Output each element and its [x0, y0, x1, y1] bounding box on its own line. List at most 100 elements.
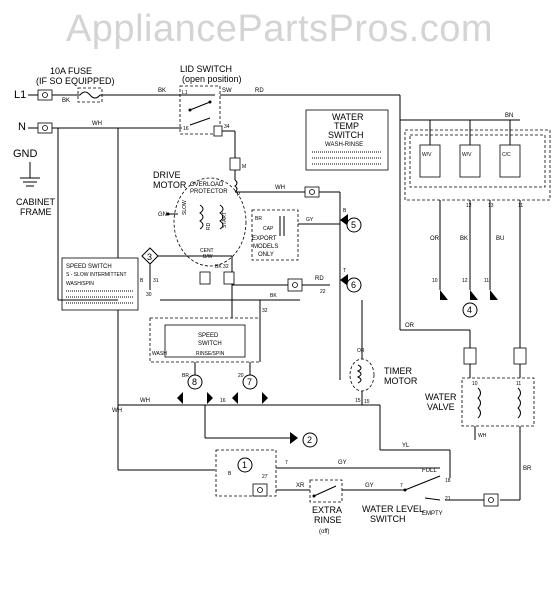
svg-text:3: 3	[147, 252, 152, 262]
label-bk32: BK 32	[215, 264, 229, 270]
svg-text:11: 11	[516, 381, 521, 387]
wire-code-gn: GN	[158, 212, 167, 218]
label-extra-2: RINSE	[314, 515, 342, 525]
svg-text:OR: OR	[357, 348, 365, 354]
svg-text:RINSE/SPIN: RINSE/SPIN	[196, 351, 225, 357]
svg-text:W/V: W/V	[422, 152, 432, 158]
label-t13: 13	[488, 203, 494, 209]
label-timer-2: MOTOR	[384, 376, 418, 386]
svg-text:WATER: WATER	[332, 112, 364, 122]
svg-text:7: 7	[285, 460, 288, 466]
label-t11: 11	[518, 203, 523, 209]
terminal-5: 5 B	[340, 208, 362, 233]
svg-text:B: B	[228, 471, 232, 477]
label-t10: 10	[432, 278, 438, 284]
rd-connector	[287, 278, 303, 292]
svg-text:15: 15	[355, 398, 361, 404]
svg-text:7: 7	[247, 377, 252, 387]
terminal-1: 1 B 27	[215, 449, 277, 497]
label-overload-2: PROTECTOR	[190, 189, 228, 195]
label-n: N	[18, 121, 26, 133]
wire-code-wh-2: WH	[112, 408, 122, 414]
svg-text:11: 11	[484, 278, 489, 284]
wire-code-sw: SW	[222, 88, 232, 94]
terminal-4: 4	[440, 290, 498, 318]
svg-text:4: 4	[467, 305, 472, 315]
svg-text:31: 31	[153, 278, 159, 284]
wire-code-bn: BN	[505, 113, 513, 119]
svg-text:18: 18	[445, 478, 451, 484]
wire-code-bu: BU	[496, 236, 504, 242]
label-bw: B/W	[203, 254, 213, 260]
export-capacitor: BR CAP EXPORT MODELS ONLY	[251, 209, 299, 261]
svg-text:WASH/SPIN: WASH/SPIN	[66, 281, 94, 287]
speed-switch-legend: SPEED SWITCH S - SLOW INTERMITTENT WASH/…	[61, 257, 139, 311]
svg-text:WH: WH	[478, 433, 487, 439]
label-gnd: GND	[13, 148, 38, 160]
label-fuse-note: (IF SO EQUIPPED)	[36, 76, 115, 86]
extra-rinse-switch	[309, 479, 343, 503]
speed-switch: SPEED SWITCH RINSE/SPIN WASH	[149, 317, 261, 363]
svg-text:START: START	[222, 212, 228, 228]
svg-text:15: 15	[364, 399, 370, 405]
label-water-valve-2: VALVE	[427, 402, 455, 412]
br-connector	[483, 493, 499, 507]
label-fuse: 10A FUSE	[50, 66, 92, 76]
wire-code-or: OR	[430, 236, 440, 242]
svg-text:S - SLOW INTERMITTENT: S - SLOW INTERMITTENT	[66, 272, 127, 278]
water-temp-legend: WATER TEMP SWITCH WASH-RINSE	[305, 109, 389, 171]
label-lid-switch-note: (open position)	[182, 74, 242, 84]
ground-symbol	[20, 162, 40, 187]
label-p: P	[237, 192, 241, 198]
label-overload-1: OVERLOAD	[190, 182, 224, 188]
svg-text:WH: WH	[140, 398, 150, 404]
svg-text:BK: BK	[270, 293, 277, 299]
svg-text:10: 10	[472, 381, 478, 387]
svg-text:C/C: C/C	[502, 152, 511, 158]
label-lid-switch: LID SWITCH	[180, 64, 232, 74]
svg-text:WASH: WASH	[152, 351, 167, 357]
svg-text:TEMP: TEMP	[334, 121, 359, 131]
label-water-level-2: SWITCH	[370, 514, 406, 524]
terminal-8: 8	[177, 374, 213, 404]
terminal-6: 6 T	[340, 268, 362, 293]
label-full: FULL	[422, 468, 437, 474]
wire-code-bk-2: BK	[158, 88, 166, 94]
svg-text:EXPORT: EXPORT	[252, 236, 277, 242]
fuse-symbol	[77, 87, 103, 103]
water-temp-switch: W/V W/V C/C	[409, 120, 546, 188]
svg-text:7: 7	[400, 483, 403, 489]
terminal-2: 2	[290, 432, 318, 448]
label-water-level-1: WATER LEVEL	[362, 504, 424, 514]
svg-text:GY: GY	[365, 483, 374, 489]
svg-text:T: T	[343, 268, 346, 274]
svg-text:SLOW: SLOW	[182, 200, 188, 215]
svg-text:YL: YL	[402, 443, 410, 449]
svg-text:WH: WH	[275, 185, 285, 191]
valve-connector-left	[463, 347, 477, 365]
svg-text:1: 1	[242, 460, 247, 470]
label-water-valve-1: WATER	[425, 392, 457, 402]
svg-text:27: 27	[262, 474, 268, 480]
drive-motor: SLOW RD START	[173, 177, 247, 267]
svg-text:B: B	[140, 278, 144, 284]
svg-text:22: 22	[320, 289, 326, 295]
svg-text:16: 16	[183, 126, 189, 132]
svg-text:2: 2	[307, 435, 312, 445]
wire-code-or-2: OR	[405, 323, 415, 329]
svg-text:12: 12	[462, 278, 468, 284]
svg-text:WASH-RINSE: WASH-RINSE	[325, 142, 363, 148]
watermark-text: AppliancePartsPros.com	[65, 8, 494, 50]
wire-code-bk: BK	[62, 98, 70, 104]
svg-text:BR: BR	[182, 373, 189, 379]
svg-text:5: 5	[351, 220, 356, 230]
wire-code-wh: WH	[92, 121, 102, 127]
svg-text:CAP: CAP	[263, 226, 274, 232]
n-connector	[37, 122, 53, 134]
svg-text:XR: XR	[296, 483, 305, 489]
svg-text:16: 16	[220, 398, 226, 404]
lid-switch: L1 16	[179, 85, 221, 135]
svg-text:SPEED SWITCH: SPEED SWITCH	[66, 264, 112, 270]
label-extra-1: EXTRA	[312, 505, 342, 515]
